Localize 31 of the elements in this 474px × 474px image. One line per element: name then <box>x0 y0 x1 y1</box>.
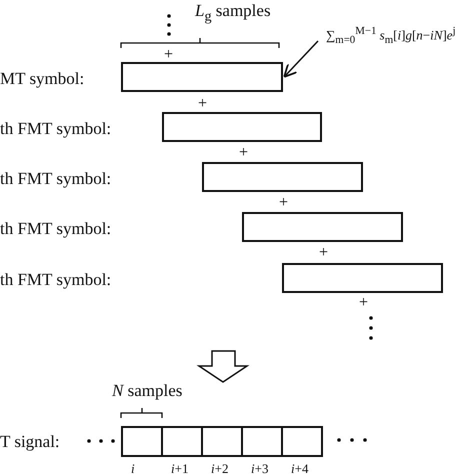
signal-cell <box>121 426 163 457</box>
plus-sign: + <box>164 47 174 63</box>
plus-sign: + <box>279 195 288 211</box>
signal-cell <box>281 426 323 457</box>
plus-sign: + <box>198 96 208 112</box>
plus-sign: + <box>359 295 368 311</box>
index-label: i <box>131 462 135 474</box>
row-label: th FMT symbol: <box>0 271 112 288</box>
signal-cell <box>161 426 203 457</box>
symbol-box <box>282 263 443 293</box>
plus-sign: + <box>319 245 328 261</box>
formula-text: ∑$_{m=0}$$^{M−1}$ s$_{m}$[i]g[n−iN]e$^{j}$ <box>326 26 456 46</box>
row-label: T signal: <box>0 433 60 450</box>
index-label: i+1 <box>171 462 188 474</box>
index-label: i+4 <box>291 462 308 474</box>
row-label: th FMT symbol: <box>0 120 112 137</box>
plus-sign: + <box>239 145 248 161</box>
symbol-box <box>121 62 283 92</box>
symbol-box <box>162 112 322 142</box>
signal-cell <box>201 426 243 457</box>
index-label: i+2 <box>211 462 228 474</box>
row-label: th FMT symbol: <box>0 170 112 187</box>
index-label: i+3 <box>251 462 268 474</box>
sample-count-label: L$_{g}$ samples <box>195 2 271 24</box>
symbol-box <box>202 162 363 192</box>
arrow <box>283 40 319 78</box>
symbol-box <box>242 212 403 242</box>
sample-count-label: N samples <box>112 382 182 399</box>
row-label: th FMT symbol: <box>0 220 112 237</box>
row-label: MT symbol: <box>0 70 84 87</box>
signal-cell <box>241 426 283 457</box>
